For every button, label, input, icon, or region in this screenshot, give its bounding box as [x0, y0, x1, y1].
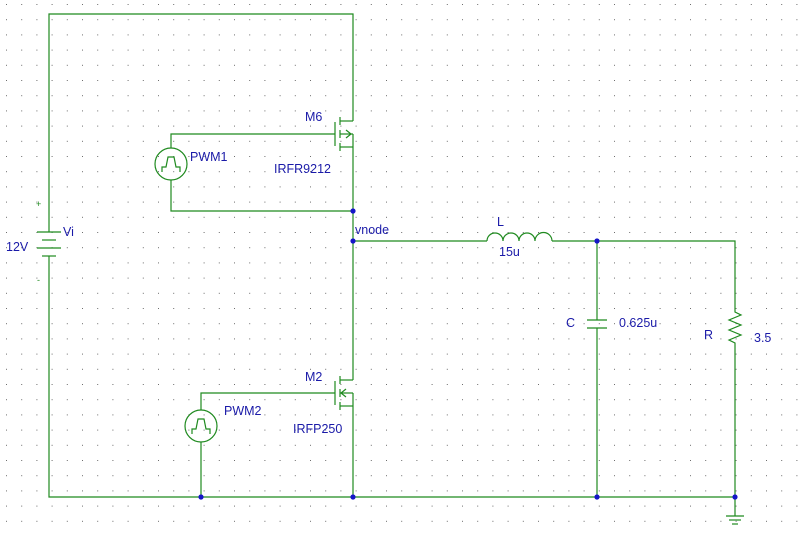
inductor-symbol — [486, 231, 553, 242]
resistor-symbol — [727, 306, 743, 350]
mosfet-bottom-ref: M2 — [305, 370, 322, 384]
battery-symbol — [37, 215, 61, 273]
junctions — [198, 208, 738, 500]
junction-dot — [594, 238, 600, 244]
inductor-value: 15u — [499, 245, 520, 259]
pwm-source-bottom-label: PWM2 — [224, 404, 262, 418]
battery-name: Vi — [63, 225, 74, 239]
pwm-source-bottom-symbol — [184, 409, 218, 443]
wire-bottom-rail — [48, 273, 736, 516]
ground-symbol — [726, 515, 744, 525]
inductor-ref: L — [497, 215, 504, 229]
mosfet-bottom-part: IRFP250 — [293, 422, 342, 436]
grid-dots — [6, 4, 798, 522]
net-label-vnode: vnode — [355, 223, 389, 237]
wires — [48, 13, 736, 516]
battery-value: 12V — [6, 240, 29, 254]
junction-dot — [198, 494, 204, 500]
wire-inductor-to-load — [552, 240, 736, 306]
wire-pwm1-gate — [170, 133, 335, 148]
wire-pwm1-source — [170, 180, 353, 212]
battery-plus-sign: + — [36, 199, 41, 209]
mosfet-top-symbol — [334, 117, 354, 154]
pwm-source-top-label: PWM1 — [190, 150, 228, 164]
wire-pwm2-gate — [200, 392, 335, 410]
mosfet-bottom-symbol — [334, 376, 354, 415]
mosfet-top-part: IRFR9212 — [274, 162, 331, 176]
junction-dot — [350, 238, 356, 244]
wire-top-rail — [48, 13, 354, 215]
pwm-source-top-symbol — [154, 147, 188, 181]
mosfet-top-ref: M6 — [305, 110, 322, 124]
resistor-value: 3.5 — [754, 331, 771, 345]
capacitor-ref: C — [566, 316, 575, 330]
junction-dot — [594, 494, 600, 500]
junction-dot — [350, 494, 356, 500]
junction-dot — [732, 494, 738, 500]
resistor-ref: R — [704, 328, 713, 342]
capacitor-symbol — [587, 319, 607, 329]
capacitor-value: 0.625u — [619, 316, 657, 330]
battery-minus-sign: - — [37, 275, 40, 285]
junction-dot — [350, 208, 356, 214]
